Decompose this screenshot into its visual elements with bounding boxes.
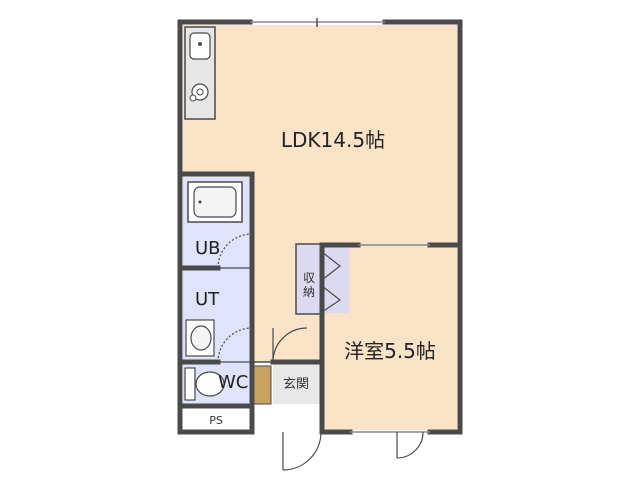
walls bbox=[177, 19, 463, 435]
toilet-icon bbox=[184, 367, 225, 401]
utility-door-icon bbox=[217, 327, 253, 363]
balcony-door-icon bbox=[396, 431, 424, 459]
entrance-door-icon bbox=[272, 327, 322, 471]
genkan-floor bbox=[273, 362, 322, 404]
toilet-label: WC bbox=[218, 372, 248, 393]
stove-burner-icon bbox=[191, 83, 209, 101]
pipe-space-label: PS bbox=[209, 414, 223, 427]
ldk-label: LDK14.5帖 bbox=[281, 128, 385, 152]
unit-bath-label: UB bbox=[195, 238, 221, 259]
utility-label: UT bbox=[195, 289, 220, 310]
stove-burner-icon bbox=[189, 94, 197, 102]
shoebox bbox=[252, 365, 272, 405]
partitions bbox=[250, 18, 430, 433]
kitchen-counter bbox=[184, 26, 216, 120]
storage-door-icon bbox=[321, 251, 342, 313]
ps-floor bbox=[183, 408, 252, 430]
western-room-label: 洋室5.5帖 bbox=[344, 339, 436, 363]
washbasin-icon bbox=[185, 319, 215, 357]
entrance-label: 玄関 bbox=[283, 377, 309, 392]
bath-door-icon bbox=[217, 233, 253, 269]
bathtub-icon bbox=[187, 181, 243, 223]
storage-label: 収納 bbox=[303, 271, 315, 299]
